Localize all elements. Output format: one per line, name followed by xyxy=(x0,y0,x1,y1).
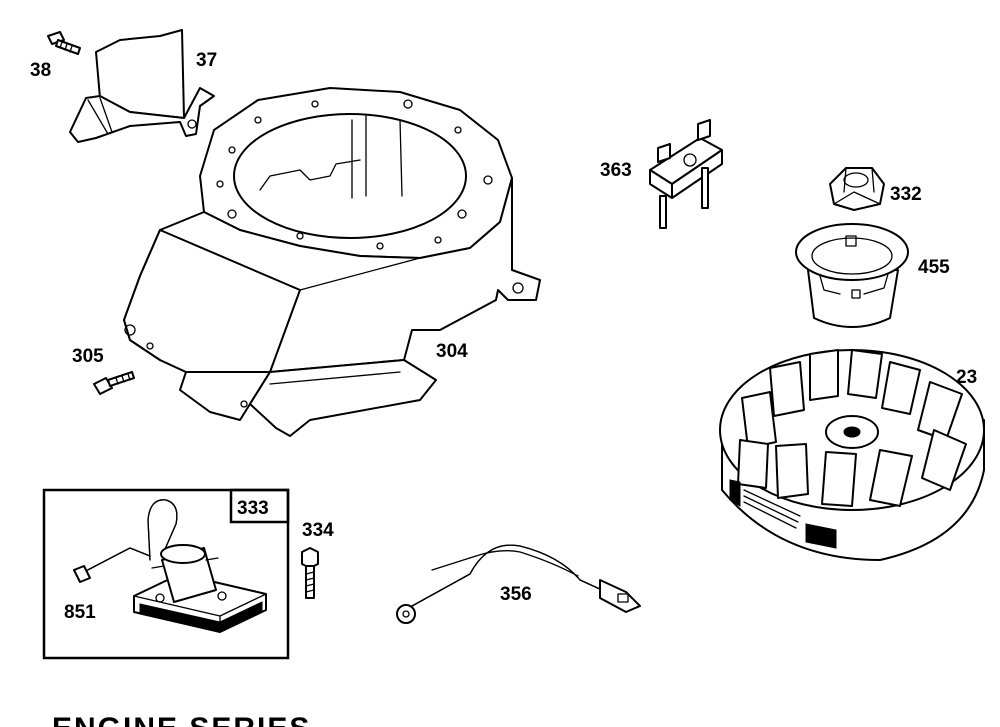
callout-23: 23 xyxy=(956,367,977,388)
ignition-kit-box xyxy=(42,488,290,660)
armature-851-drawing xyxy=(73,499,267,633)
callout-332: 332 xyxy=(890,184,922,205)
callout-356: 356 xyxy=(500,584,532,605)
cup-455-drawing xyxy=(795,223,909,328)
screw-305-drawing xyxy=(93,371,135,395)
callout-37: 37 xyxy=(196,50,217,71)
screw-334-drawing xyxy=(301,547,319,599)
callout-304: 304 xyxy=(436,341,468,362)
callout-305: 305 xyxy=(72,346,104,367)
callout-38: 38 xyxy=(30,60,51,81)
wire-356-drawing xyxy=(396,544,641,624)
screw-38-drawing xyxy=(47,31,81,55)
nut-332-drawing xyxy=(829,167,885,211)
baffle-37-drawing xyxy=(69,29,215,143)
callout-851: 851 xyxy=(64,602,96,623)
callout-333: 333 xyxy=(237,498,269,519)
callout-363: 363 xyxy=(600,160,632,181)
blower-housing-304-drawing xyxy=(123,87,541,437)
bracket-363-drawing xyxy=(649,119,723,229)
callout-334: 334 xyxy=(302,520,334,541)
footer-title: ENGINE SERIES xyxy=(52,712,311,727)
flywheel-23-drawing xyxy=(719,349,985,561)
callout-455: 455 xyxy=(918,257,950,278)
